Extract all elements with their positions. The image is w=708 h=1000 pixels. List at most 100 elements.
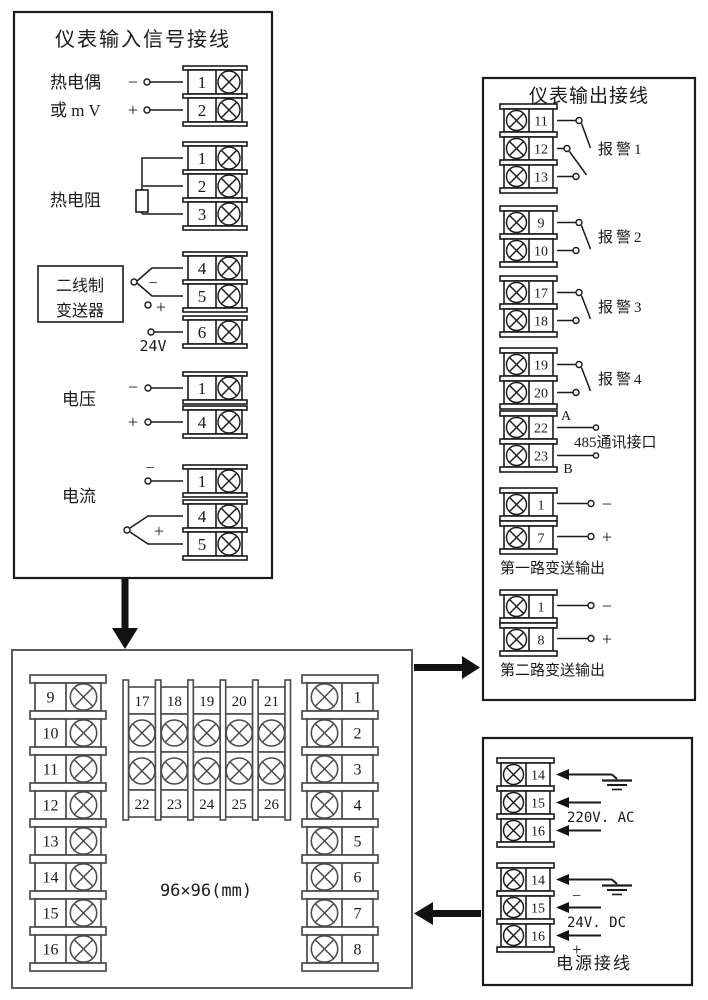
terminal-number: 4 — [198, 413, 207, 432]
thermocouple-label-line2: 或 m V — [50, 101, 101, 120]
transmitter-section: 二线制 变送器 − + 24V 45 6 — [37, 251, 248, 355]
screw-terminal-icon — [505, 628, 528, 651]
screw-terminal-icon — [217, 256, 241, 280]
plus-sign: + — [156, 297, 166, 317]
screw-terminal-icon — [505, 211, 528, 234]
terminal-block-alarm2: 9 10 — [499, 205, 558, 268]
left-arrow-icon — [414, 902, 481, 925]
terminal-number: 2 — [198, 101, 207, 120]
screw-terminal-icon — [193, 757, 221, 785]
terminal-number: 12 — [534, 142, 548, 157]
terminal-number: 1 — [538, 600, 545, 615]
terminal-number: 16 — [531, 929, 545, 944]
terminal-number: 5 — [198, 535, 207, 554]
alarm4-switch — [557, 360, 592, 397]
rtd-wires — [135, 157, 183, 215]
minus-sign: − — [128, 377, 138, 397]
terminal-number: 1 — [538, 498, 545, 513]
plus-sign: + — [602, 629, 612, 649]
terminal-number: 6 — [354, 869, 362, 886]
terminal-number: 9 — [538, 216, 545, 231]
rtd-section: 热电阻 123 — [50, 141, 248, 231]
down-arrow-icon — [112, 579, 138, 649]
thermocouple-label-line1: 热电偶 — [50, 73, 101, 92]
power-box-border — [481, 736, 694, 987]
terminal-number: 11 — [43, 761, 58, 778]
screw-terminal-icon — [502, 896, 525, 919]
retrans2-section: 1 8 − + 第二路变送输出 — [499, 589, 612, 679]
supply-24v-label: 24V — [139, 337, 166, 355]
terminal-number: 18 — [534, 314, 548, 329]
current-label: 电流 — [62, 487, 96, 506]
screw-terminal-icon — [505, 109, 528, 132]
screw-terminal-icon — [69, 791, 98, 819]
screw-terminal-icon — [217, 376, 241, 400]
terminal-block-voltage-4: 4 — [182, 405, 248, 439]
alarm3-switch — [557, 288, 592, 325]
screw-terminal-icon — [502, 868, 525, 891]
terminal-number: 14 — [531, 873, 545, 888]
terminal-number: 13 — [534, 170, 548, 185]
terminal-number: 15 — [531, 901, 545, 916]
terminal-number: 5 — [198, 287, 207, 306]
screw-terminal-icon — [69, 719, 98, 747]
screw-terminal-icon — [217, 320, 241, 344]
terminal-number: 1 — [198, 73, 207, 92]
terminal-number: 17 — [134, 694, 150, 710]
alarm2-switch — [557, 218, 592, 255]
terminal-number: 3 — [354, 761, 362, 778]
dc-voltage-label: 24V. DC — [567, 915, 626, 931]
terminal-number: 7 — [354, 905, 362, 922]
terminal-number: 3 — [198, 205, 207, 224]
terminal-number: 15 — [531, 796, 545, 811]
screw-terminal-icon — [505, 137, 528, 160]
terminal-number: 1 — [198, 472, 207, 491]
screw-terminal-icon — [217, 532, 241, 556]
retrans2-label: 第二路变送输出 — [500, 661, 605, 679]
terminal-number: 1 — [198, 149, 207, 168]
terminal-number: 5 — [354, 833, 362, 850]
transmitter-label-line2: 变送器 — [56, 302, 104, 320]
input-box-title: 仪表输入信号接线 — [55, 28, 231, 51]
terminal-number: 9 — [47, 689, 55, 706]
screw-terminal-icon — [310, 899, 339, 927]
terminal-number: 14 — [43, 869, 59, 886]
voltage-section: 电压 − + 1 4 — [62, 371, 248, 439]
rs485-wires — [557, 424, 600, 459]
terminal-number: 18 — [167, 694, 182, 710]
terminal-number: 10 — [534, 244, 548, 259]
voltage-wires — [144, 384, 183, 426]
terminal-number: 19 — [534, 358, 548, 373]
terminal-block-retrans1-a: 1 — [499, 487, 558, 522]
terminal-number: 4 — [198, 259, 207, 278]
transmitter-wires — [130, 267, 183, 336]
current-section: 电流 − + 1 45 — [62, 460, 248, 561]
screw-terminal-icon — [69, 899, 98, 927]
screw-terminal-icon — [505, 309, 528, 332]
screw-terminal-icon — [505, 281, 528, 304]
terminal-number: 8 — [354, 941, 362, 958]
screw-terminal-icon — [310, 863, 339, 891]
terminal-number: 21 — [264, 694, 279, 710]
rear-box-border — [11, 649, 413, 989]
terminal-block-rtd: 123 — [182, 141, 248, 231]
retrans1-wires — [557, 499, 595, 541]
rtd-label: 热电阻 — [50, 191, 101, 210]
plus-sign: + — [128, 100, 138, 120]
plus-sign: + — [602, 527, 612, 547]
terminal-number: 15 — [43, 905, 59, 922]
minus-sign: − — [145, 460, 154, 477]
alarm2-label: 报警2 — [598, 229, 645, 246]
terminal-number: 19 — [199, 694, 214, 710]
